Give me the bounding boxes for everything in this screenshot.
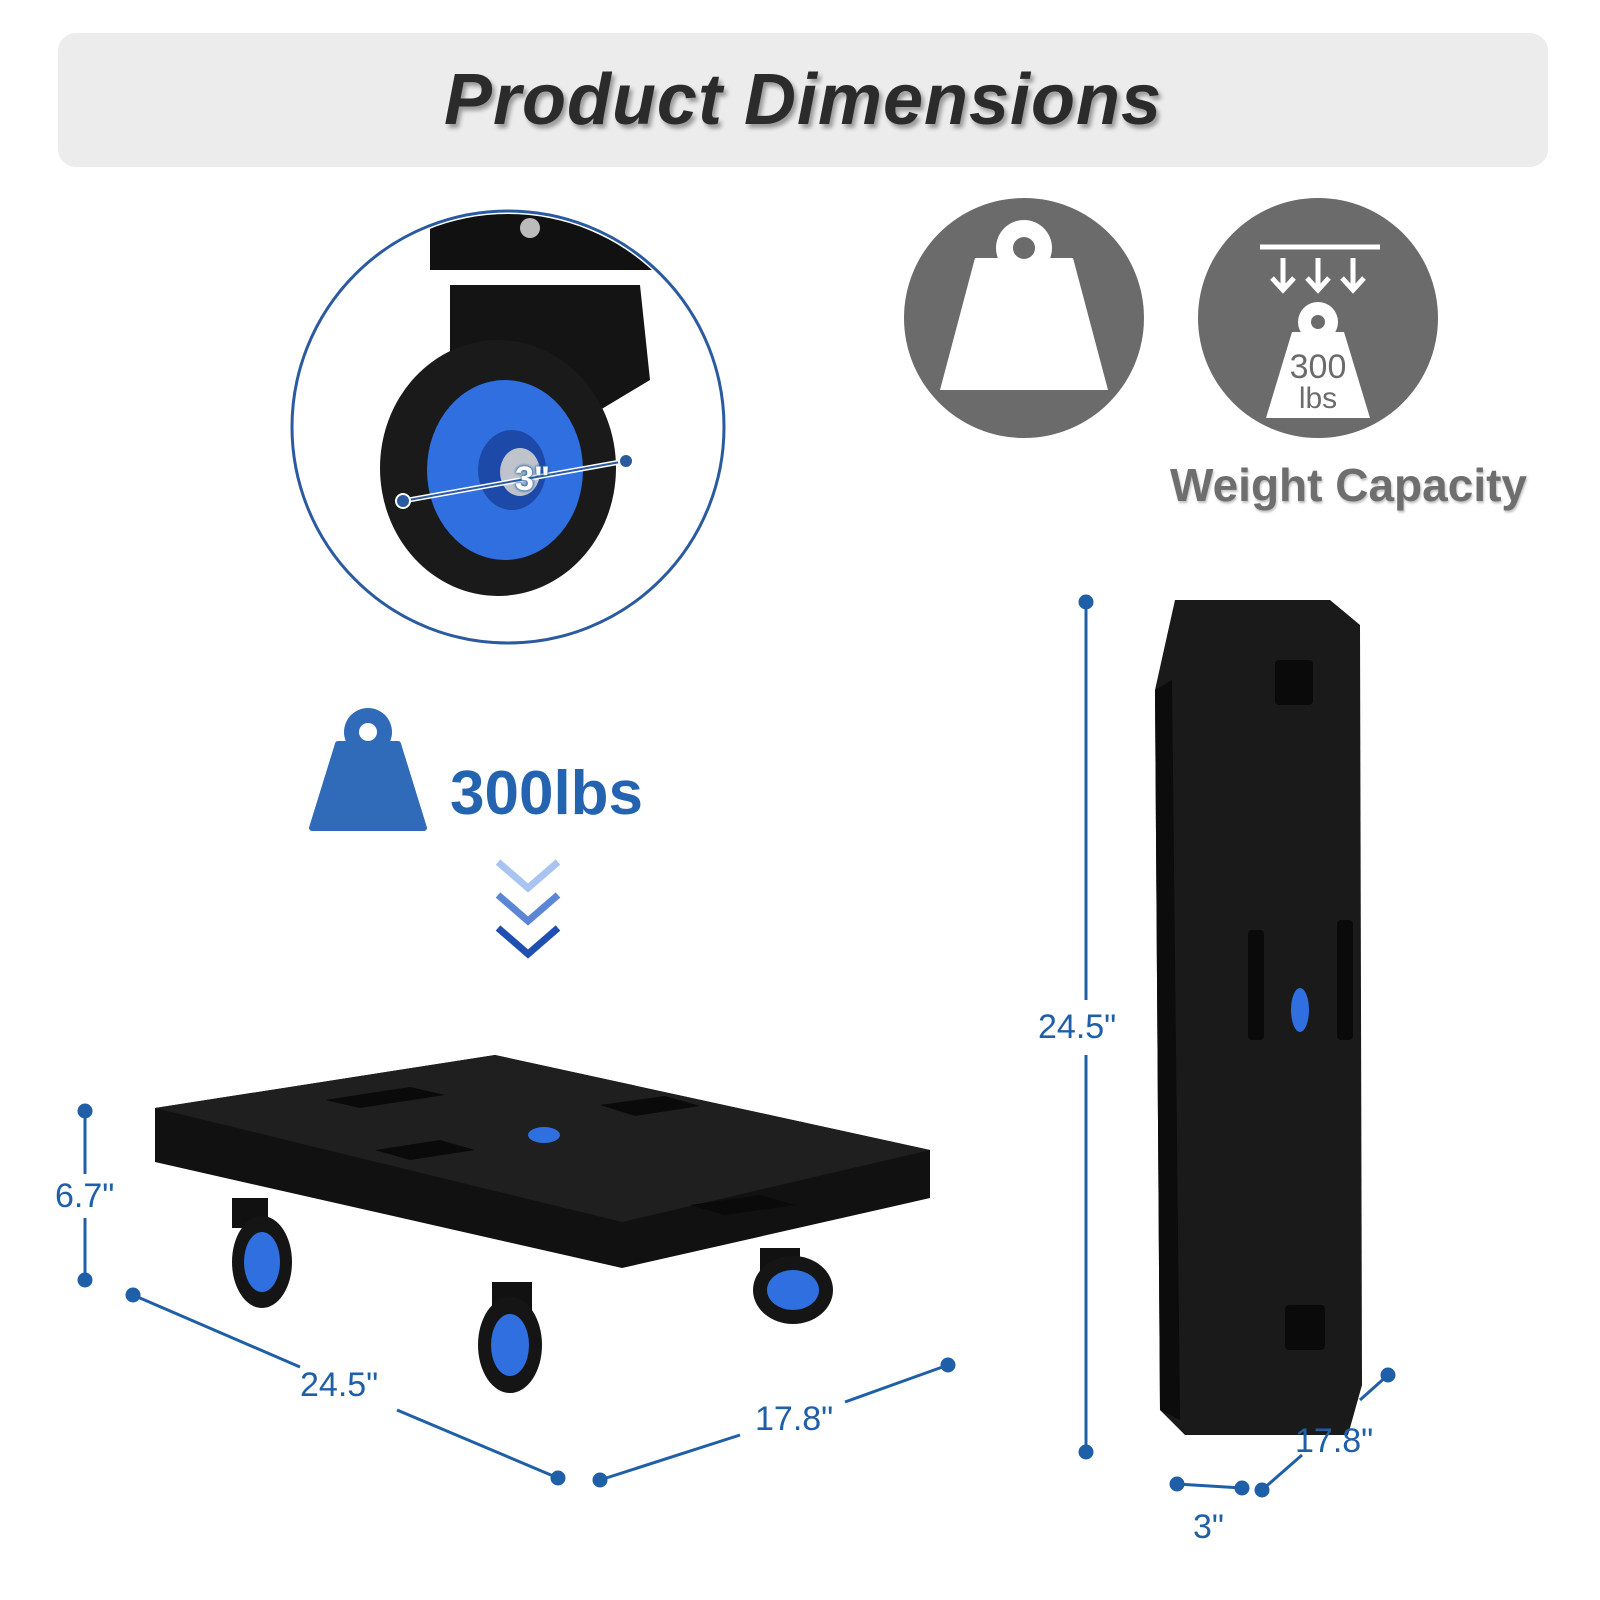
weight-unit: lbs <box>992 327 1056 383</box>
header-banner <box>58 33 1548 167</box>
down-arrows-icon <box>1270 258 1366 294</box>
folded-height-dimension-label: 24.5" <box>1038 1008 1117 1046</box>
page-title: Product Dimensions <box>443 60 1163 140</box>
dolly-wheel <box>232 1198 292 1308</box>
load-capacity-label: 300lbs <box>450 759 644 828</box>
capacity-value: 300 <box>1289 348 1347 386</box>
width-dimension-label: 17.8" <box>755 1400 834 1438</box>
chevron-down-icon <box>495 859 561 959</box>
capacity-icon <box>1198 198 1438 438</box>
dolly-wheel <box>753 1248 833 1324</box>
dolly-platform <box>155 1055 930 1393</box>
wheel-diameter-label: 3" <box>515 460 551 498</box>
weight-value: 11 <box>994 275 1054 338</box>
wheel-closeup <box>290 209 726 645</box>
weight-capacity-caption: Weight Capacity <box>1170 459 1527 511</box>
dolly-wheel <box>478 1282 542 1393</box>
length-dimension-label: 24.5" <box>300 1366 379 1404</box>
weight-icon <box>904 198 1144 438</box>
height-dimension-label: 6.7" <box>55 1177 115 1215</box>
folded-thickness-dimension-label: 3" <box>1193 1508 1224 1546</box>
folded-width-dimension-label: 17.8" <box>1295 1422 1374 1460</box>
capacity-unit: lbs <box>1298 382 1338 415</box>
folded-board <box>1155 600 1362 1435</box>
dimension-lines <box>77 594 1396 1498</box>
load-weight-icon <box>309 708 427 831</box>
